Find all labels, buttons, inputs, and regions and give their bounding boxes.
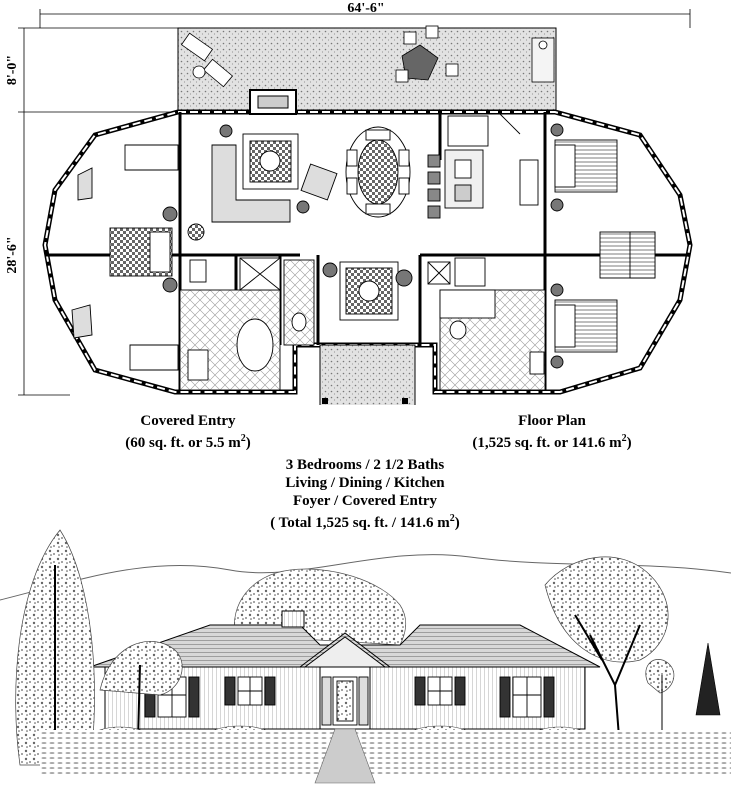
front-door	[321, 676, 369, 726]
summary-line-foyer: Foyer / Covered Entry	[292, 493, 437, 509]
floor-plan: 64'-6" 8'-0" 28'-6"	[5, 1, 693, 405]
kitchen	[427, 113, 521, 219]
covered-entry-title: Covered Entry	[140, 413, 236, 429]
left-bedroom	[71, 144, 179, 371]
left-small-tree	[99, 640, 183, 741]
front-elevation	[0, 529, 731, 784]
front-depth-dimension-label: 8'-0"	[5, 55, 20, 85]
floor-plan-area: (1,525 sq. ft. or 141.6 m2)	[472, 433, 632, 451]
width-dimension-label: 64'-6"	[347, 1, 384, 16]
dimension-lines	[18, 9, 691, 396]
right-evergreen	[695, 642, 721, 716]
left-bathrooms	[179, 257, 315, 391]
dining-table	[345, 126, 411, 218]
front-covered-entry	[319, 344, 416, 405]
right-small-tree	[645, 659, 675, 735]
ground	[40, 730, 731, 775]
summary-caption: 3 Bedrooms / 2 1/2 Baths Living / Dining…	[240, 456, 490, 532]
summary-line-bedrooms: 3 Bedrooms / 2 1/2 Baths	[285, 457, 445, 473]
front-walkway	[314, 728, 376, 784]
main-depth-dimension-label: 28'-6"	[5, 236, 20, 273]
floor-plan-title: Floor Plan	[518, 413, 586, 429]
rear-patio	[177, 27, 557, 113]
summary-line-total: ( Total 1,525 sq. ft. / 141.6 m2)	[270, 513, 460, 531]
right-tree	[544, 556, 669, 751]
floor-plan-caption: Floor Plan (1,525 sq. ft. or 141.6 m2)	[452, 412, 652, 452]
right-bedrooms	[519, 123, 656, 369]
windows	[144, 676, 555, 718]
summary-line-living: Living / Dining / Kitchen	[285, 475, 445, 491]
living-room-furniture	[187, 124, 338, 241]
covered-entry-caption: Covered Entry (60 sq. ft. or 5.5 m2)	[108, 412, 268, 452]
right-bathroom	[427, 257, 546, 391]
covered-entry-area: (60 sq. ft. or 5.5 m2)	[125, 433, 251, 451]
foyer	[322, 261, 413, 321]
patio-furniture	[180, 25, 555, 88]
